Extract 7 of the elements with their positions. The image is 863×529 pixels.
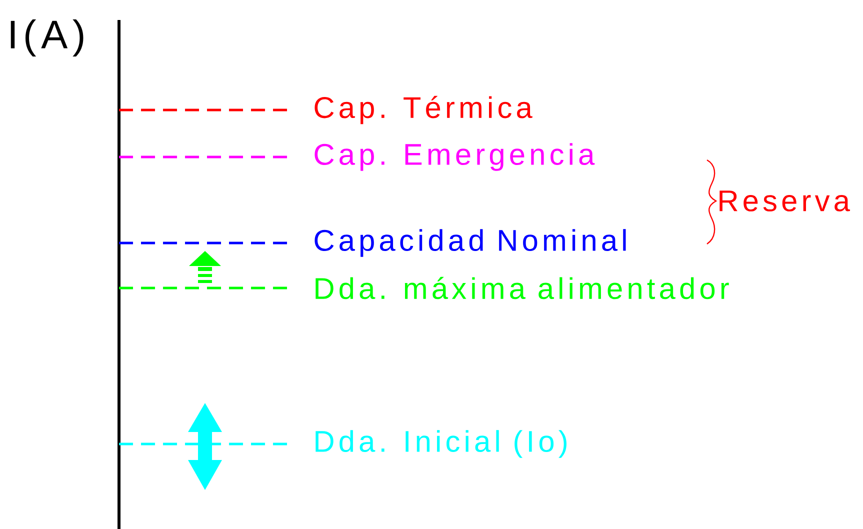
- axis-label: I(A): [10, 19, 84, 57]
- level-label: Dda. Inicial (Io): [316, 430, 566, 458]
- level-label: Capacidad Nominal: [314, 229, 626, 257]
- brace-label: Reserva: [720, 190, 850, 212]
- level-label: Cap. Emergencia: [314, 143, 595, 171]
- level-label: Dda. máxima alimentador: [316, 276, 729, 300]
- level-label: Cap. Térmica: [314, 96, 532, 124]
